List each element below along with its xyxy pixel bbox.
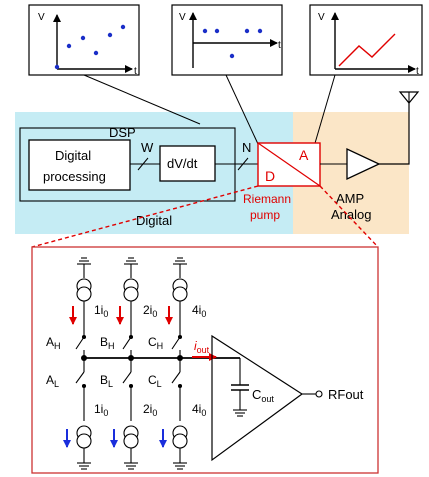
riemann-label-2: pump: [250, 208, 280, 222]
amp-label: AMP: [336, 191, 364, 206]
top-i1-label: 1i0: [94, 303, 108, 319]
out-terminal: [315, 390, 323, 398]
digital-processing-label-1: Digital: [55, 148, 91, 163]
dvdt-label: dV/dt: [167, 156, 198, 171]
dac-a-label: A: [299, 147, 309, 163]
digital-processing-label-2: processing: [43, 169, 106, 184]
w-label: W: [141, 140, 154, 155]
sw-l-blade-c: [171, 371, 181, 384]
bl-label: BL: [100, 373, 113, 389]
src-top-a-ring-b: [76, 286, 92, 302]
top-i4-label: 4i0: [192, 303, 206, 319]
n-label: N: [242, 140, 251, 155]
digital-processing-box: [28, 139, 131, 191]
plot-3-x-label: t: [416, 66, 419, 77]
sw-l-blade-b: [122, 371, 132, 384]
sw-h-blade-c: [171, 336, 181, 350]
plot-2-y-label: V: [179, 12, 186, 23]
src-bot-b-ring-b: [123, 433, 139, 449]
analog-label: Analog: [331, 207, 371, 222]
src-top-b-ring-b: [123, 286, 139, 302]
ch-label: CH: [148, 335, 163, 351]
plot-1-x-label: t: [134, 66, 137, 77]
bot-i2-label: 2i0: [143, 402, 157, 418]
al-label: AL: [46, 373, 59, 389]
bh-label: BH: [100, 335, 115, 351]
sw-l-blade-a: [75, 371, 85, 384]
riemann-label-1: Riemann: [243, 192, 291, 206]
sw-h-blade-a: [75, 336, 85, 350]
src-top-c-ring-b: [172, 286, 188, 302]
amp-triangle: [346, 147, 381, 181]
pa-triangle: [211, 334, 304, 462]
plot-1-y-label: V: [38, 12, 45, 23]
plot-3-y-label: V: [318, 12, 325, 23]
cout-label: Cout: [252, 387, 274, 404]
src-bot-c-ring-b: [172, 433, 188, 449]
dac-d-label: D: [265, 168, 275, 184]
rfout-label: RFout: [328, 387, 364, 402]
plot-1: V t: [28, 4, 140, 77]
circuit-schematic: [63, 257, 323, 470]
top-i2-label: 2i0: [143, 303, 157, 319]
src-bot-a-ring-b: [76, 433, 92, 449]
cl-label: CL: [148, 373, 162, 389]
iout-label: iout: [194, 339, 210, 355]
plot-3: V t: [309, 4, 423, 77]
bot-i4-label: 4i0: [192, 402, 206, 418]
plot-2: V t: [171, 4, 283, 76]
plot-2-x-label: t: [278, 40, 281, 51]
sw-h-blade-b: [122, 336, 132, 350]
dsp-label: DSP: [109, 125, 136, 140]
digital-label: Digital: [136, 213, 172, 228]
ah-label: AH: [46, 335, 61, 351]
bot-i1-label: 1i0: [94, 402, 108, 418]
